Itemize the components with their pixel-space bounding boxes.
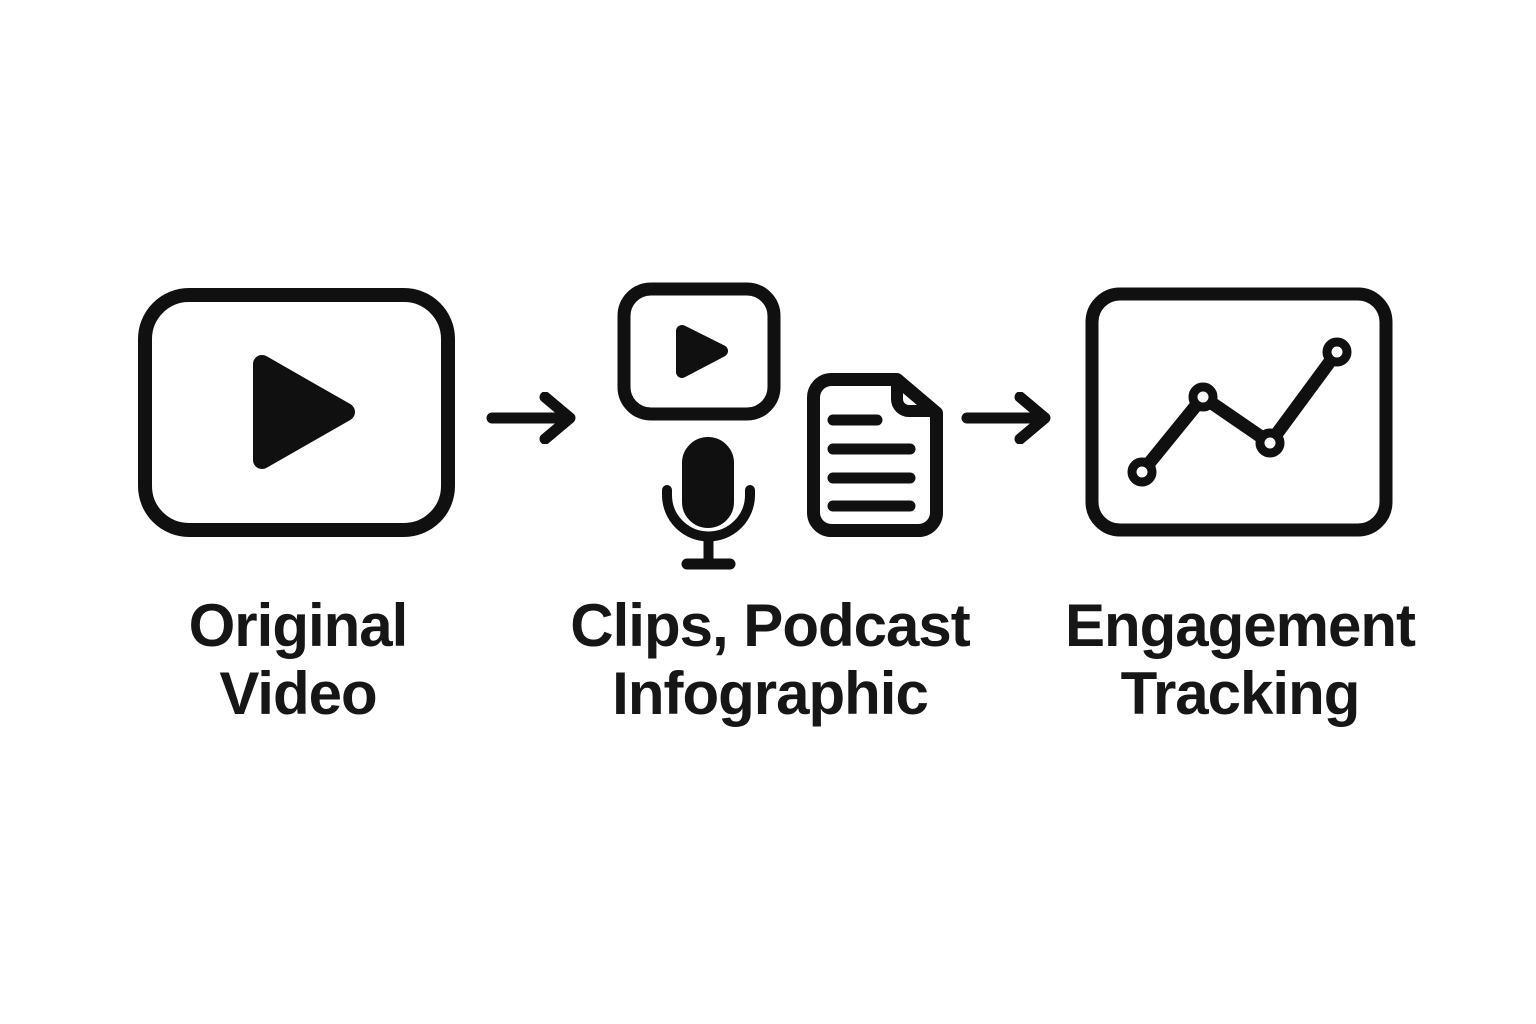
video-clip-icon <box>617 282 781 421</box>
stage-label-engagement-tracking: Engagement Tracking <box>1030 592 1450 728</box>
chart-data-point <box>1322 337 1352 367</box>
line-chart-icon <box>1085 287 1393 537</box>
label-line: Infographic <box>612 660 929 727</box>
play-triangle-icon <box>676 325 728 378</box>
chart-trend-line <box>1135 345 1344 479</box>
label-line: Tracking <box>1120 660 1361 727</box>
video-player-frame <box>138 288 455 537</box>
document-fold-corner <box>891 375 940 417</box>
arrow-head <box>539 392 576 444</box>
stage-label-original-video: Original Video <box>88 592 508 728</box>
play-triangle-icon <box>253 355 355 469</box>
label-line: Original <box>188 592 409 659</box>
chart-frame <box>1085 287 1393 537</box>
chart-data-point <box>1255 428 1285 458</box>
label-line: Video <box>219 660 377 727</box>
stage-label-repurposed-content: Clips, Podcast Infographic <box>560 592 980 728</box>
label-line: Engagement <box>1064 592 1416 659</box>
video-clip-frame <box>617 282 781 421</box>
microphone-icon <box>662 437 755 570</box>
chart-data-point <box>1188 382 1218 412</box>
mic-capsule <box>682 437 734 528</box>
arrow-right-icon <box>961 392 1051 444</box>
document-icon <box>807 373 943 537</box>
video-player-icon <box>138 288 455 537</box>
arrow-right-icon <box>486 392 576 444</box>
document-outline <box>807 373 943 537</box>
chart-data-point <box>1127 457 1157 487</box>
arrow-head <box>1014 392 1051 444</box>
label-line: Clips, Podcast <box>570 592 970 659</box>
